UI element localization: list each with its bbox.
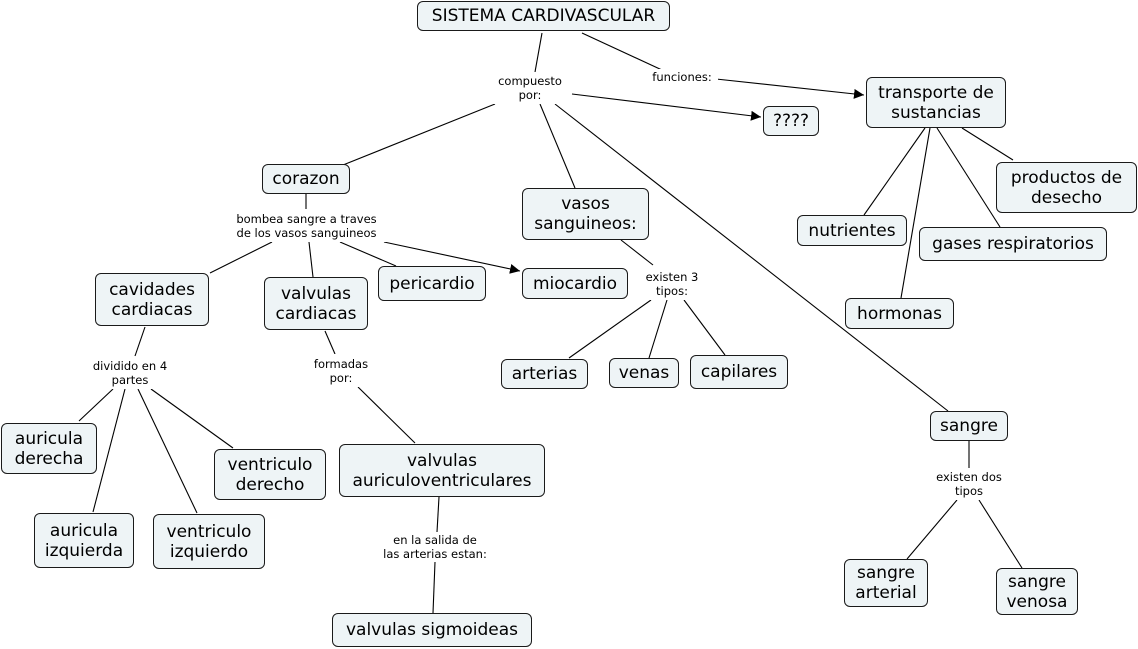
link-label-en-la-salida: en la salida de las arterias estan: [374, 532, 496, 562]
line-sistema-funciones [581, 32, 663, 71]
concept-ventriculo-izquierdo[interactable]: ventriculo izquierdo [153, 514, 265, 569]
concept-arterias[interactable]: arterias [501, 359, 588, 389]
concept-capilares[interactable]: capilares [690, 355, 788, 389]
line-existen3-capilares [683, 299, 726, 356]
line-av-salida [436, 496, 440, 533]
line-bombea-pericardio [339, 241, 397, 267]
line-transporte-hormonas [900, 127, 931, 299]
concept-ventriculo-derecho[interactable]: ventriculo derecho [214, 449, 326, 500]
line-bombea-miocardio [383, 241, 521, 274]
line-dividido-ven-izq [137, 388, 198, 514]
line-compuesto-vasos [539, 103, 576, 189]
link-label-formadas-por: formadas por: [307, 354, 375, 387]
concept-corazon[interactable]: corazon [262, 164, 350, 194]
line-compuesto-corazon [342, 103, 496, 166]
concept-miocardio[interactable]: miocardio [522, 268, 628, 299]
line-dividido-aur-der [78, 388, 114, 422]
line-existen3-arterias [568, 299, 652, 359]
link-label-existen-3-tipos: existen 3 tipos: [636, 268, 708, 300]
concept-sistema-cardiovascular[interactable]: SISTEMA CARDIVASCULAR [417, 1, 670, 31]
concept-transporte-de-sustancias[interactable]: transporte de sustancias [866, 77, 1006, 128]
line-dividido-ven-der [150, 388, 234, 449]
concept-hormonas[interactable]: hormonas [845, 298, 954, 329]
line-bombea-cavidades [209, 241, 273, 274]
concept-gases-respiratorios[interactable]: gases respiratorios [919, 227, 1107, 261]
line-existen3-venas [648, 299, 668, 359]
link-label-bombea-sangre: bombea sangre a traves de los vasos sang… [226, 209, 387, 242]
line-funciones-transporte [715, 78, 865, 99]
concept-valvulas-auriculoventriculares[interactable]: valvulas auriculoventriculares [339, 444, 545, 497]
concept-auricula-izquierda[interactable]: auricula izquierda [34, 513, 134, 568]
concept-valvulas-sigmoideas[interactable]: valvulas sigmoideas [332, 613, 532, 647]
concept-venas[interactable]: venas [609, 358, 679, 388]
line-vasos-existen3 [620, 239, 654, 266]
concept-sangre-venosa[interactable]: sangre venosa [996, 568, 1078, 615]
line-compuesto-sangre [554, 103, 949, 412]
concept-productos-de-desecho[interactable]: productos de desecho [996, 162, 1137, 213]
concept-sangre[interactable]: sangre [930, 411, 1008, 441]
line-dividido-aur-izq [92, 388, 126, 513]
line-cavidades-dividido [134, 326, 146, 357]
link-label-compuesto-por: compuesto por: [490, 72, 570, 104]
link-label-funciones: funciones: [646, 69, 718, 85]
concept-vasos-sanguineos[interactable]: vasos sanguineos: [522, 188, 649, 240]
line-valvulas-formadas [324, 330, 336, 355]
line-sistema-compuesto [534, 32, 543, 73]
concept-interrogacion[interactable]: ???? [763, 106, 819, 136]
line-transporte-gases [936, 127, 1001, 228]
line-formadas-av [357, 386, 416, 444]
concept-auricula-derecha[interactable]: auricula derecha [1, 423, 97, 474]
link-label-existen-dos-tipos: existen dos tipos [929, 468, 1009, 500]
line-existendos-venosa [978, 499, 1023, 569]
line-salida-sigmoideas [432, 561, 436, 614]
concept-valvulas-cardiacas[interactable]: valvulas cardiacas [264, 277, 368, 330]
concept-sangre-arterial[interactable]: sangre arterial [844, 559, 928, 607]
concept-pericardio[interactable]: pericardio [378, 266, 486, 301]
concept-nutrientes[interactable]: nutrientes [797, 215, 907, 246]
line-compuesto-interrogacion [571, 93, 762, 121]
line-existendos-arterial [906, 499, 958, 560]
line-transporte-productos [961, 127, 1014, 161]
line-bombea-valvulas [308, 241, 314, 278]
line-transporte-nutrientes [863, 127, 926, 216]
concept-cavidades-cardiacas[interactable]: cavidades cardiacas [95, 273, 209, 326]
link-label-dividido-en-4-partes: dividido en 4 partes [84, 357, 176, 389]
